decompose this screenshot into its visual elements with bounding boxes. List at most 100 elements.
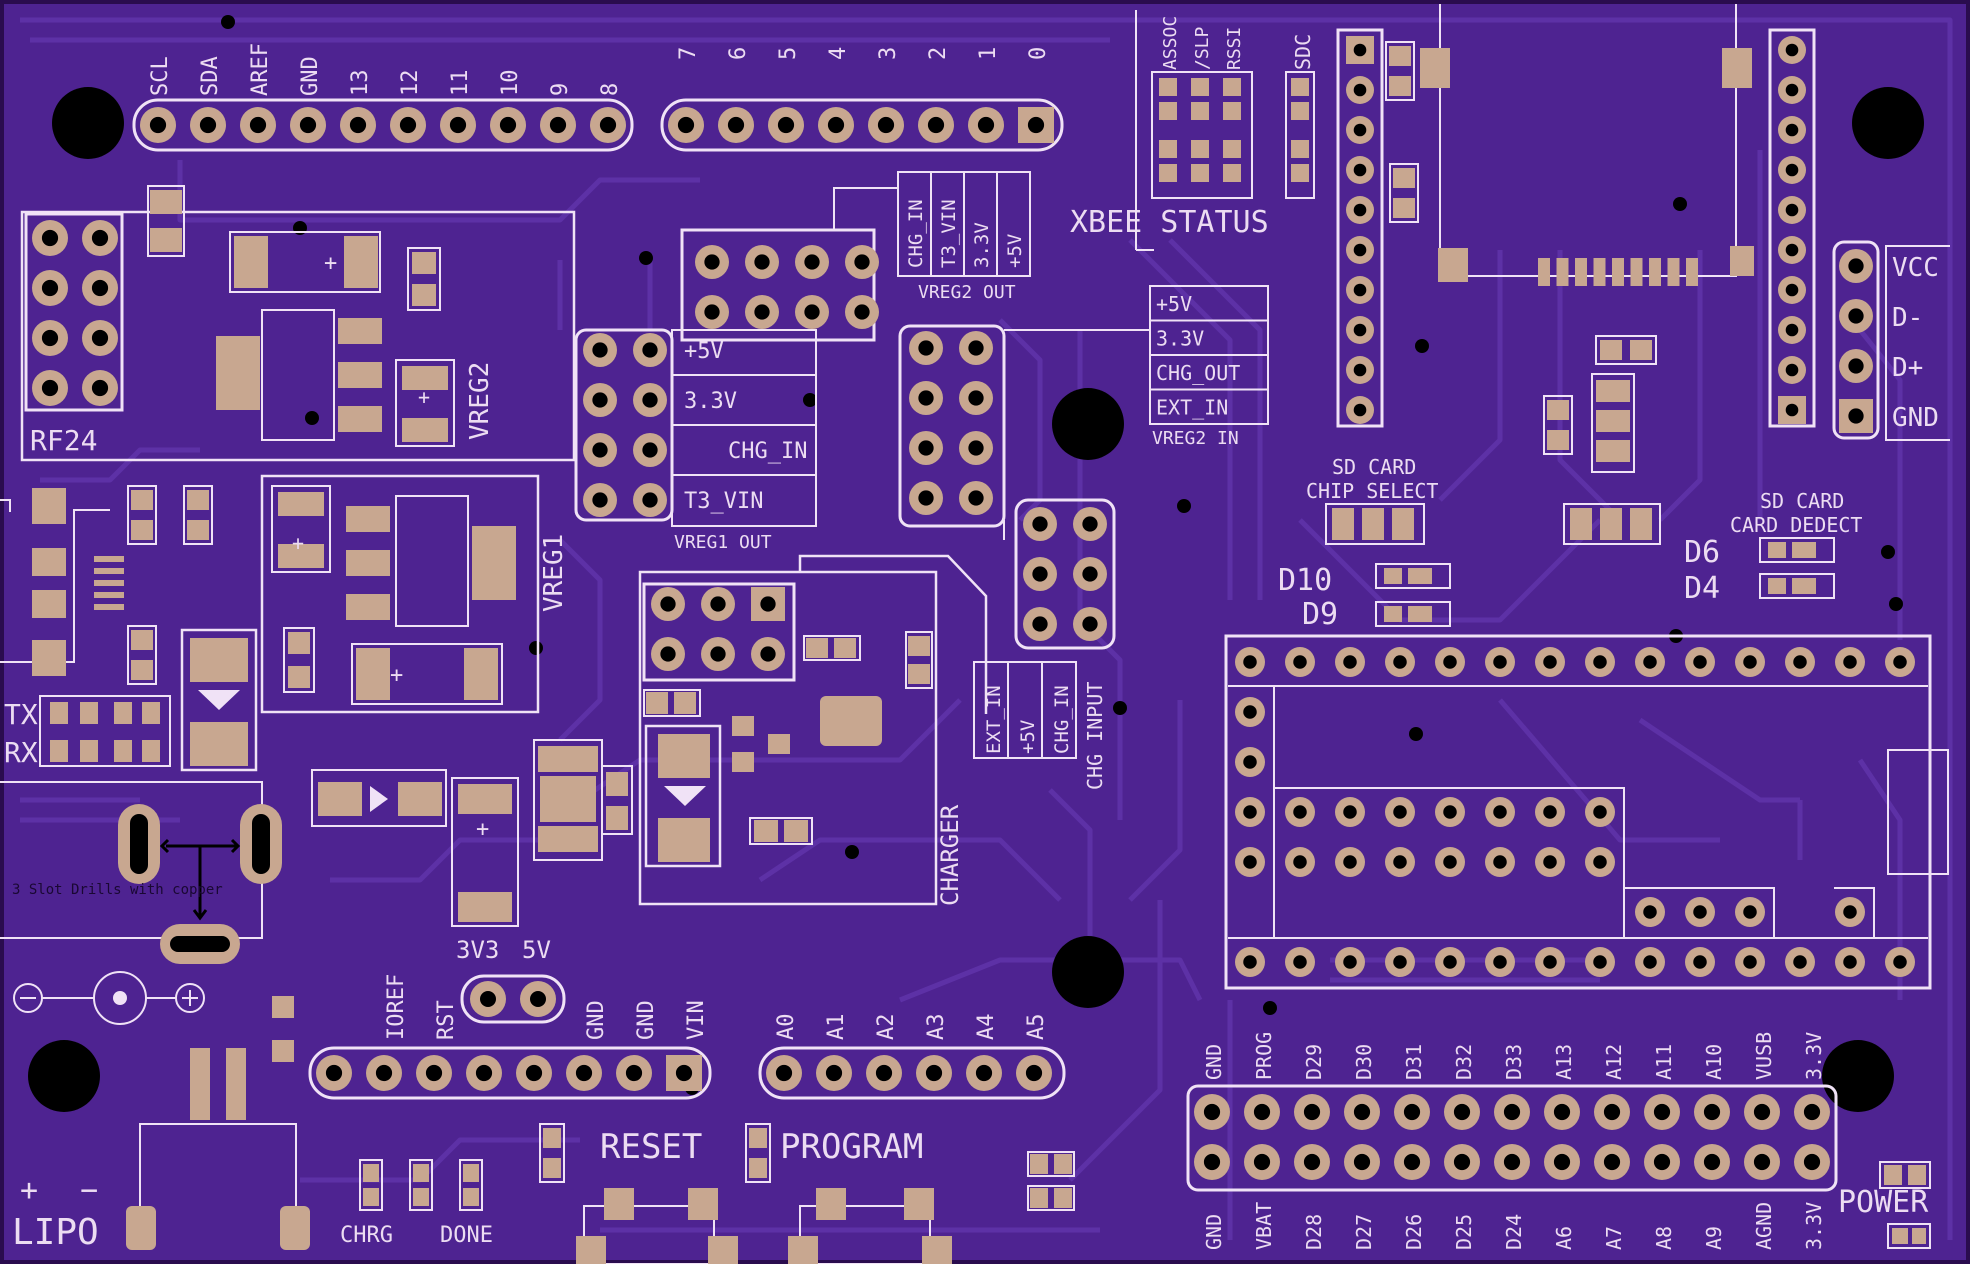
smd-pad: [1884, 1165, 1902, 1185]
pin-hole: [530, 991, 546, 1007]
lipo-minus: −: [80, 1173, 98, 1208]
breakout-label: D30: [1352, 1044, 1376, 1080]
pin-hole: [710, 596, 726, 612]
pin-hole: [642, 342, 658, 358]
smd-pad: [142, 702, 160, 724]
pin-hole: [1603, 1103, 1621, 1121]
resistor-outline: [601, 765, 633, 835]
pin-hole: [1803, 1103, 1821, 1121]
pin-hole: [1203, 1103, 1221, 1121]
pin-hole: [1653, 1153, 1671, 1171]
pin-label: SDA: [198, 56, 223, 96]
smd-pad: [1792, 542, 1816, 558]
program-button[interactable]: [799, 1205, 931, 1264]
chg-input-title: CHG INPUT: [1083, 682, 1107, 790]
pin-label: 2: [926, 47, 951, 60]
smd-pad: [80, 702, 98, 724]
pin-hole: [927, 116, 945, 134]
pin-hole: [1353, 203, 1367, 217]
smd-pad: [1159, 78, 1177, 96]
smd-pad: [908, 664, 930, 684]
d6-label: D6: [1684, 535, 1720, 570]
pin-label: AREF: [248, 43, 273, 96]
resistor-outline: [749, 817, 813, 845]
mounting-hole: [28, 1040, 100, 1112]
usb-pin-label: D-: [1892, 303, 1923, 333]
pin-hole: [149, 116, 167, 134]
header-outline: [132, 98, 634, 152]
col-label: CHG_IN: [905, 199, 927, 268]
status-leds: D6 D4 D10 D9: [1278, 535, 1835, 632]
status-outline: [1151, 71, 1253, 199]
col-label: CHG_IN: [1051, 685, 1073, 754]
smd-pad: [1420, 48, 1450, 88]
pin-hole: [1493, 655, 1507, 669]
smd-pad: [1389, 76, 1411, 96]
pin-hole: [1553, 1103, 1571, 1121]
mounting-hole: [1052, 388, 1124, 460]
breakout-label: D24: [1502, 1214, 1526, 1250]
smd-pad: [1393, 168, 1415, 188]
arrow-icon: [159, 838, 241, 921]
sd-contact: [1593, 258, 1606, 286]
smd-pad: [338, 406, 382, 432]
smd-pad: [32, 548, 66, 576]
vreg2-in-title: VREG2 IN: [1152, 428, 1239, 449]
pin-hole: [349, 116, 367, 134]
pin-hole: [299, 116, 317, 134]
pin-hole: [480, 991, 496, 1007]
smd-pad: [94, 592, 124, 598]
resistor-outline: [127, 485, 157, 545]
resistor-outline: [803, 635, 861, 661]
pin-hole: [925, 1064, 943, 1082]
pin-hole: [1493, 805, 1507, 819]
pin-hole: [592, 442, 608, 458]
smd-pad: [1547, 430, 1569, 450]
smd-pad: [658, 818, 710, 862]
pin-hole: [804, 254, 820, 270]
pin-hole: [727, 116, 745, 134]
smd-pad: [463, 1188, 479, 1206]
pin-hole: [1643, 655, 1657, 669]
smd-pad: [834, 638, 856, 658]
smd-pad: [131, 630, 153, 650]
v33-label: 3V3: [456, 936, 499, 964]
pin-label: RST: [434, 1000, 459, 1040]
pin-hole: [1443, 805, 1457, 819]
smd-pad: [1408, 568, 1432, 584]
pin-hole: [1643, 905, 1657, 919]
smd-pad: [1159, 164, 1177, 182]
pin-hole: [754, 254, 770, 270]
sd-contact: [1538, 258, 1550, 286]
smd-pad: [187, 490, 209, 510]
pin-hole: [1253, 1103, 1271, 1121]
smd-pad: [50, 740, 68, 762]
pin-hole: [660, 646, 676, 662]
silk-line: [1003, 329, 1150, 540]
pin-hole: [1403, 1153, 1421, 1171]
charger-label: CHARGER: [936, 804, 964, 906]
pin-label: GND: [584, 1000, 609, 1040]
pin-hole: [1793, 655, 1807, 669]
row-label: +5V: [1156, 292, 1192, 316]
pin-hole: [1848, 308, 1864, 324]
pin-label: 0: [1026, 47, 1051, 60]
reset-button[interactable]: [583, 1205, 715, 1264]
col-label: T3_VIN: [938, 199, 960, 268]
pin-hole: [325, 1064, 343, 1082]
smd-pad: [1291, 164, 1309, 182]
smd-pad: [1408, 606, 1432, 622]
pin-hole: [41, 329, 59, 347]
sd-contact: [1686, 258, 1698, 286]
pin-hole: [1553, 1153, 1571, 1171]
header-outline: [898, 324, 1006, 528]
smd-pad: [114, 740, 132, 762]
d4-label: D4: [1684, 571, 1720, 606]
smd-pad: [1393, 198, 1415, 218]
pin-label: A0: [774, 1014, 799, 1041]
pin-hole: [41, 379, 59, 397]
pin-hole: [41, 229, 59, 247]
